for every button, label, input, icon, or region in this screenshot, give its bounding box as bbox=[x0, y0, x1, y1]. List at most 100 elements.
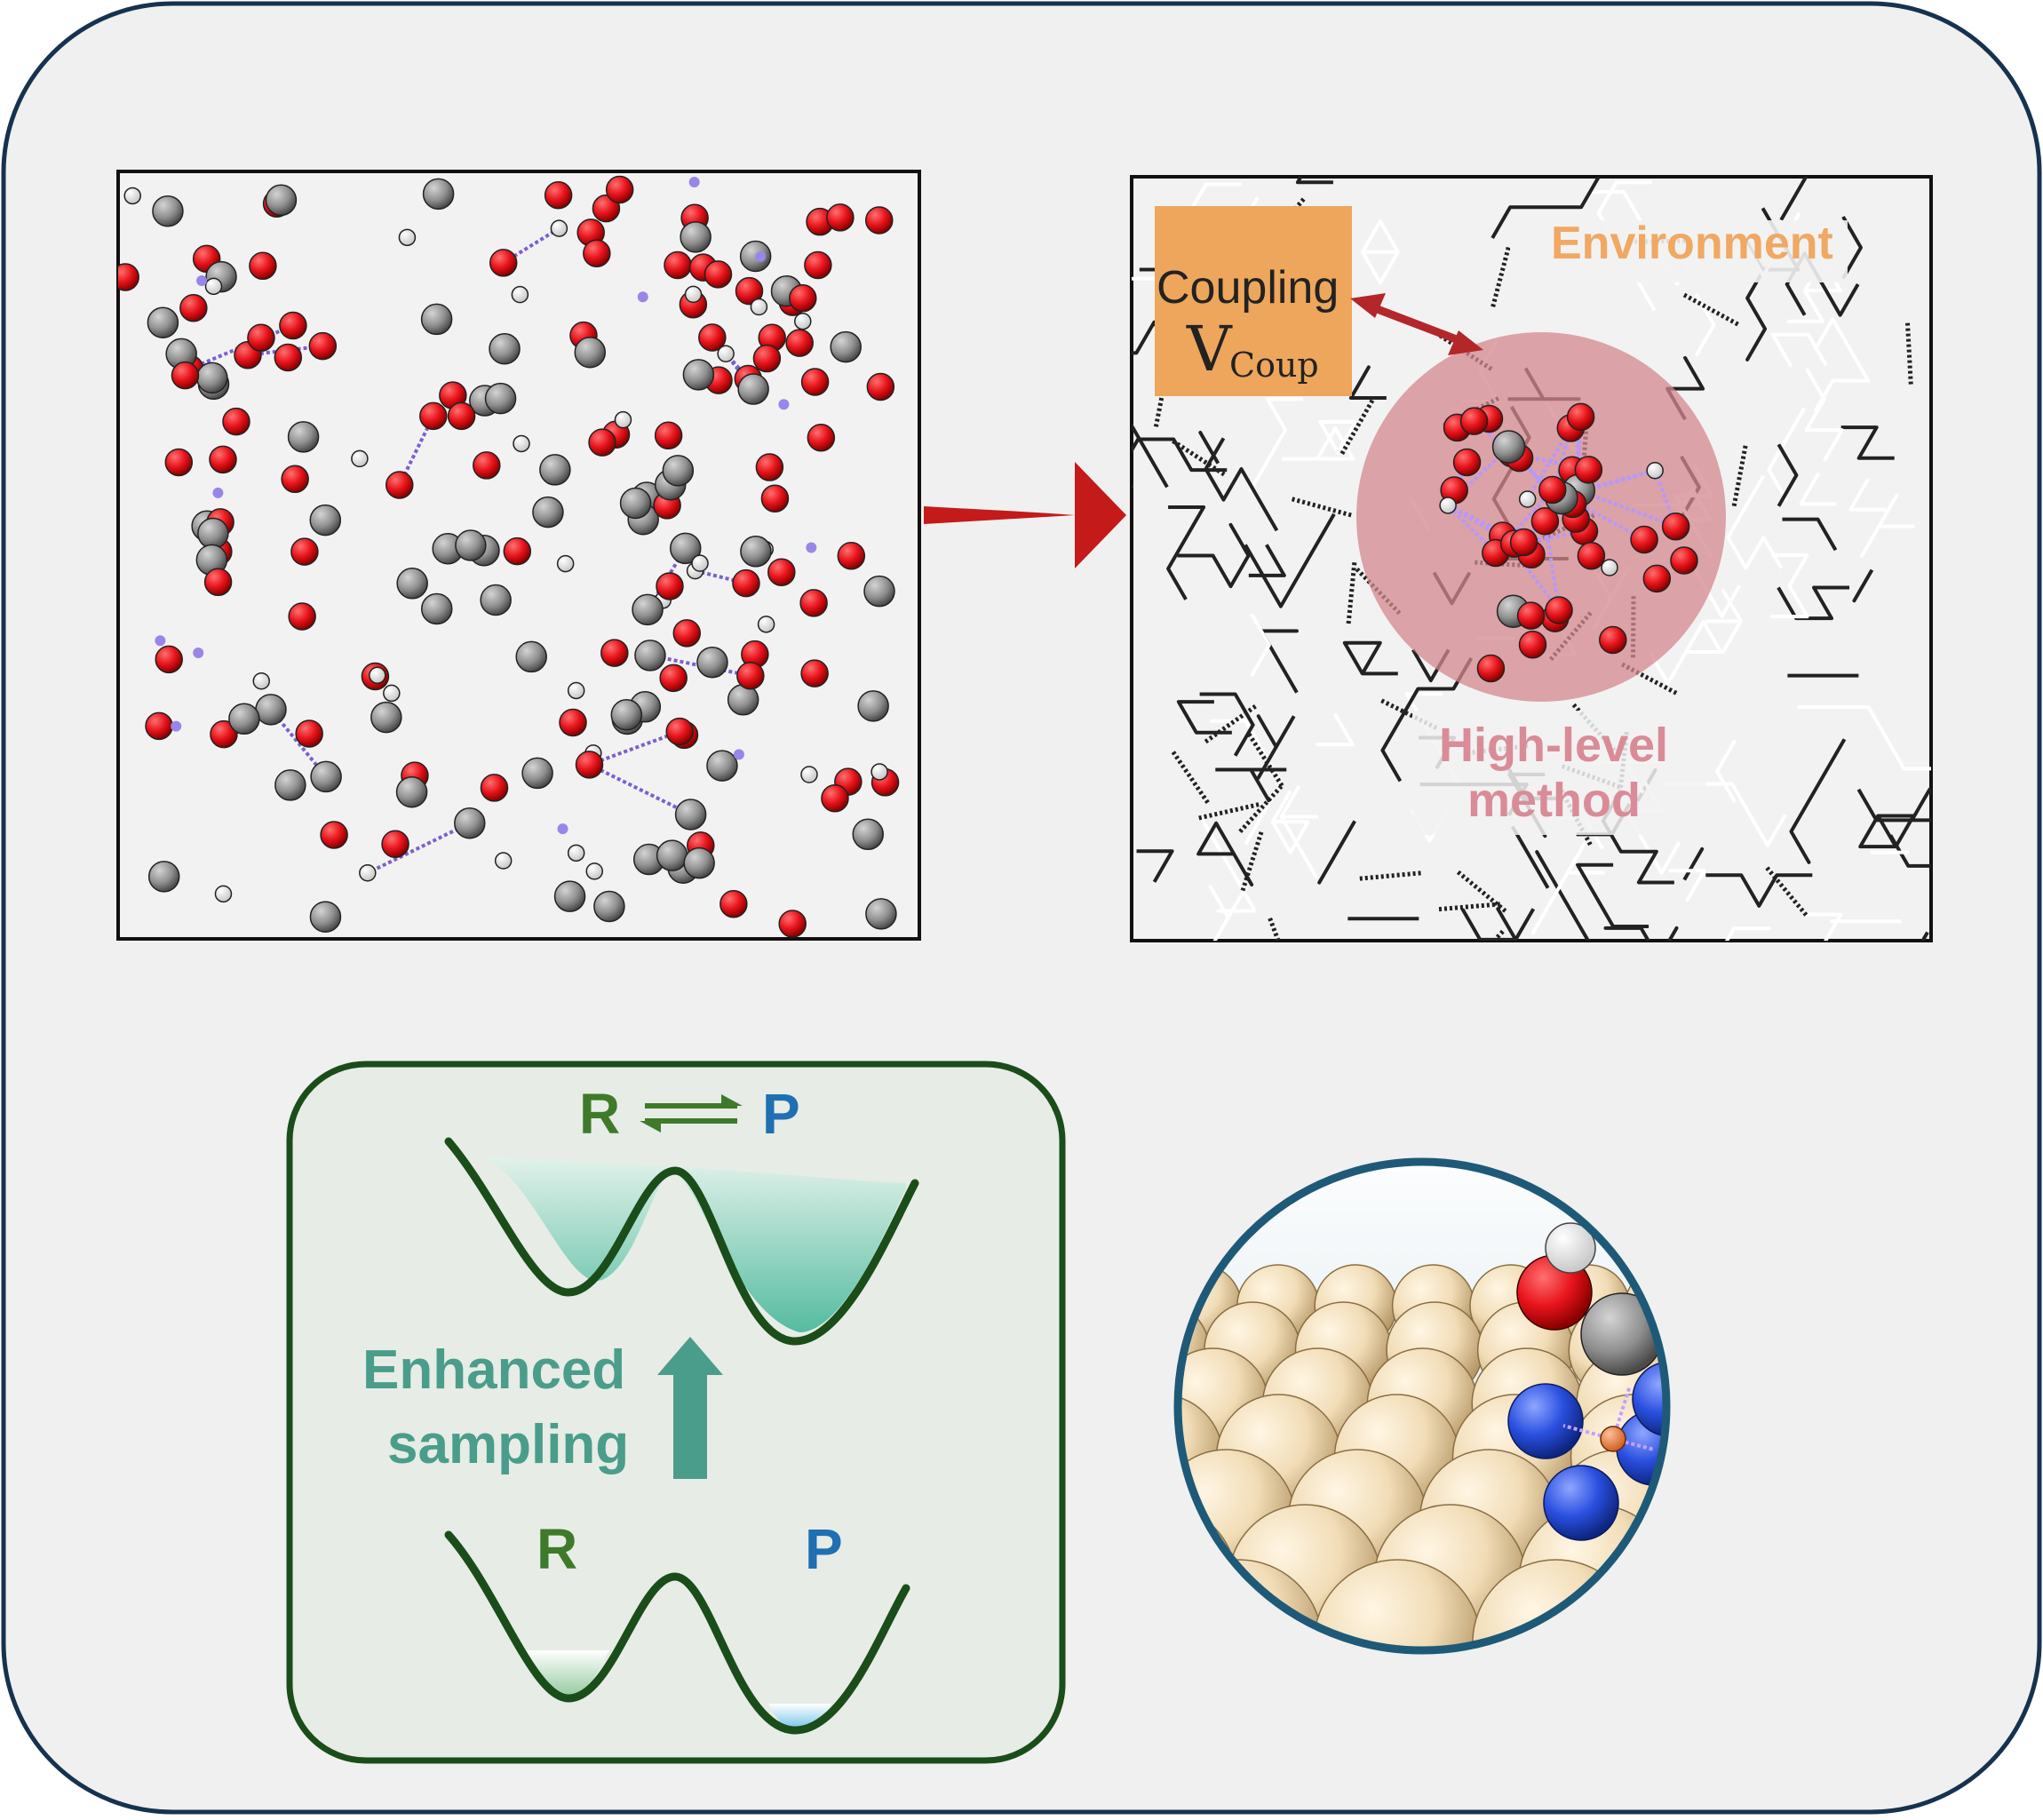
coupling-symbol: V bbox=[1187, 313, 1232, 385]
carbon-atom bbox=[422, 178, 455, 211]
oxygen-atom bbox=[1509, 528, 1538, 557]
environment-fragment bbox=[1510, 825, 1550, 889]
carbon-atom bbox=[489, 332, 521, 365]
oxygen-atom bbox=[419, 401, 448, 431]
oxygen-atom bbox=[704, 260, 733, 289]
hydrogen-atom bbox=[800, 766, 818, 783]
hydrogen-atom bbox=[794, 312, 812, 330]
environment-fragment bbox=[1177, 522, 1251, 589]
oxygen-atom bbox=[800, 368, 830, 396]
environment-fragment bbox=[1248, 544, 1286, 577]
hydrogen-atom bbox=[398, 228, 417, 247]
environment-fragment bbox=[1315, 712, 1355, 747]
environment-fragment bbox=[1782, 517, 1838, 552]
environment-fragment bbox=[1380, 656, 1474, 783]
environment-fragment bbox=[1295, 177, 1333, 185]
oxygen-atom bbox=[281, 465, 309, 494]
full-atomistic-panel bbox=[116, 170, 921, 941]
hydrogen-atom bbox=[252, 672, 271, 690]
hydrogen-atom bbox=[684, 285, 703, 304]
oxygen-atom bbox=[210, 719, 238, 749]
carbon-atom bbox=[553, 880, 586, 912]
environment-fragment bbox=[1279, 784, 1319, 879]
oxygen-atom bbox=[155, 645, 183, 674]
carbon-atom bbox=[310, 760, 342, 793]
carbon-atom bbox=[865, 898, 897, 930]
hydrogen-atom bbox=[204, 277, 223, 296]
carbon-atom bbox=[619, 487, 652, 520]
carbon-atom bbox=[696, 646, 728, 679]
oxygen-atom bbox=[1452, 448, 1482, 477]
oxygen-atom bbox=[1530, 507, 1560, 536]
environment-fragment bbox=[1603, 926, 1679, 941]
oxygen-atom bbox=[1516, 601, 1546, 630]
environment-fragment bbox=[1745, 266, 1768, 362]
carbon-atom bbox=[737, 373, 769, 405]
oxygen-atom bbox=[767, 558, 796, 586]
high-level-label-backdrop bbox=[1412, 711, 1705, 835]
carbon-atom bbox=[521, 757, 553, 790]
oxygen-atom bbox=[544, 180, 573, 210]
oxygen-atom bbox=[209, 445, 237, 474]
oxygen-atom bbox=[290, 537, 319, 566]
oxygen-atom bbox=[575, 751, 604, 779]
environment-fragment bbox=[1715, 739, 1737, 804]
enhanced-sampling-panel bbox=[286, 1061, 1066, 1764]
environment-fragment bbox=[1859, 493, 1915, 559]
oxygen-atom bbox=[719, 889, 748, 918]
environment-fragment bbox=[1779, 177, 1808, 221]
environment-fragment bbox=[1360, 219, 1400, 285]
arrow-tail bbox=[924, 506, 1075, 524]
metal-atom bbox=[688, 177, 700, 188]
metal-atom bbox=[193, 647, 204, 658]
right-arrow-icon bbox=[924, 462, 1126, 568]
carbon-atom bbox=[370, 701, 402, 734]
hydrogen-atom bbox=[757, 616, 775, 633]
carbon-atom bbox=[593, 890, 625, 923]
oxygen-atom bbox=[672, 619, 702, 648]
environment-fragment bbox=[1858, 814, 1916, 849]
environment-fragment bbox=[1852, 568, 1874, 603]
oxygen-atom bbox=[1661, 512, 1690, 541]
oxygen-atom bbox=[1574, 456, 1603, 484]
carbon-atom bbox=[147, 861, 180, 893]
potential-curve-bottom bbox=[444, 1530, 910, 1735]
oxygen-atom bbox=[826, 203, 855, 232]
environment-fragment bbox=[1196, 821, 1254, 887]
hydrogen-atom bbox=[614, 410, 632, 429]
surface-circle-frame bbox=[1173, 1157, 1671, 1655]
carbon-atom bbox=[532, 496, 564, 529]
hydrogen-atom bbox=[1545, 1222, 1596, 1274]
environment-fragment bbox=[1248, 397, 1304, 493]
high-level-label-line1: High-level bbox=[1439, 719, 1669, 772]
carbon-atom bbox=[265, 184, 298, 217]
hydrogen-atom bbox=[1439, 497, 1457, 514]
nitrogen-atom bbox=[1632, 1361, 1666, 1437]
equilibrium-arrows bbox=[640, 1094, 743, 1133]
well-fill-bottom-left bbox=[517, 1650, 609, 1698]
hydrogen-atom bbox=[870, 763, 888, 781]
carbon-atom bbox=[674, 799, 707, 831]
oxygen-atom bbox=[865, 206, 894, 234]
environment-fragment bbox=[1726, 474, 1784, 570]
hydrogen-atom bbox=[750, 298, 768, 316]
up-arrow-icon bbox=[657, 1337, 723, 1479]
hydrogen-atom bbox=[383, 684, 401, 703]
environment-fragment bbox=[1176, 700, 1232, 735]
oxygen-atom bbox=[559, 708, 587, 737]
environment-fragment bbox=[1777, 443, 1799, 507]
carbon-atom bbox=[1491, 430, 1526, 464]
hydrogen-atom bbox=[556, 554, 575, 573]
oxygen-atom bbox=[665, 717, 694, 746]
carbon-atom bbox=[395, 775, 428, 808]
carbon-atom bbox=[632, 593, 664, 626]
environment-fragment bbox=[1282, 425, 1355, 461]
enhanced-sampling-line2: sampling bbox=[387, 1414, 630, 1475]
environment-fragment bbox=[1648, 620, 1723, 686]
high-level-cluster bbox=[1439, 402, 1698, 683]
oxygen-atom bbox=[1566, 402, 1595, 432]
environment-fragment bbox=[1840, 425, 1895, 460]
hydrogen-atom bbox=[513, 434, 530, 453]
oxygen-atom bbox=[249, 251, 277, 281]
